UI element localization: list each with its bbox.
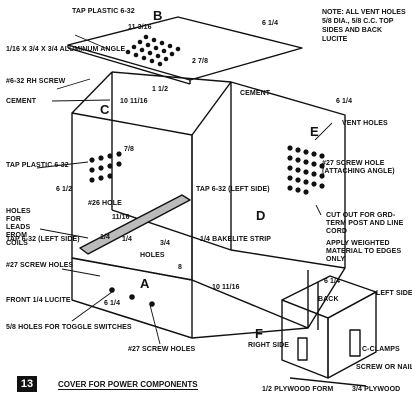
dim-vent-small: 7/8 — [124, 146, 135, 153]
label-holes-for-leads: HOLES FOR LEADS FROM COILS — [6, 208, 31, 247]
label-rh-screw: #6-32 RH SCREW — [6, 78, 66, 85]
label-tap-left-side-low: TAP 6-32 (LEFT SIDE) — [6, 236, 80, 243]
panel-letter-b: B — [153, 8, 163, 23]
dim-three-quarter: 3/4 — [160, 240, 171, 247]
label-screw-or-nail: SCREW OR NAIL — [356, 364, 412, 371]
label-holes-toggle: 5/8 HOLES FOR TOGGLE SWITCHES — [6, 324, 132, 331]
dim-top-width: 6 1/4 — [262, 20, 279, 27]
dim-d-depth: 10 11/16 — [212, 284, 240, 291]
dim-hole-11-16: 11/16 — [112, 214, 130, 221]
label-aluminum-angle: 1/16 X 3/4 X 3/4 ALUMINUM ANGLE — [6, 46, 126, 53]
label-tap-plastic-left: TAP PLASTIC 6-32 — [6, 162, 69, 169]
lid-vent-holes — [125, 34, 181, 67]
label-plywood-34: 3/4 PLYWOOD — [352, 386, 401, 393]
label-front-lucite: FRONT 1/4 LUCITE — [6, 297, 71, 304]
label-plywood-form: 1/2 PLYWOOD FORM — [262, 386, 334, 393]
dim-left-height: 6 1/2 — [56, 186, 73, 193]
figure-caption: COVER FOR POWER COMPONENTS — [58, 380, 198, 390]
panel-letter-e: E — [310, 124, 319, 139]
label-tap-plastic-top: TAP PLASTIC 6-32 — [72, 8, 135, 15]
dim-top-depth: 11 3/16 — [128, 24, 152, 31]
top-lid-b — [67, 16, 303, 81]
panel-letter-c: C — [100, 102, 110, 117]
side-vent-holes-left — [89, 151, 122, 183]
dim-quarter-a: 1/4 — [100, 234, 111, 241]
dim-angle-len: 2 7/8 — [192, 58, 209, 65]
label-bakelite-strip: 1/4 BAKELITE STRIP — [200, 236, 272, 243]
dim-quarter-b: 1/4 — [122, 236, 133, 243]
label-right-side: RIGHT SIDE — [248, 342, 290, 349]
label-cut-out: CUT OUT FOR GRD-TERM POST AND LINE CORD — [326, 212, 404, 235]
toggle-switch-holes — [109, 287, 155, 307]
dim-c-height: 1 1/2 — [152, 86, 169, 93]
label-c-clamps: C-CLAMPS — [362, 346, 400, 353]
left-side-c — [71, 112, 193, 281]
label-cement-left: CEMENT — [6, 98, 37, 105]
dim-side-right: 6 1/4 — [324, 278, 341, 285]
note-vent-holes: NOTE: ALL VENT HOLES 5/8 DIA., 5/8 C.C. … — [322, 9, 406, 43]
label-left-side: LEFT SIDE — [376, 290, 412, 297]
label-26-hole: #26 HOLE — [88, 200, 122, 207]
panel-letter-f: F — [255, 326, 263, 341]
forming-jig-f — [281, 275, 377, 387]
dim-front-width: 6 1/4 — [104, 300, 121, 307]
label-holes: HOLES — [140, 252, 165, 259]
dim-top-right: 6 1/4 — [336, 98, 353, 105]
label-tap-left-side-mid: TAP 6-32 (LEFT SIDE) — [196, 186, 270, 193]
label-screw-hole-27-right: #27 SCREW HOLE (ATTACHING ANGLE) — [322, 160, 395, 175]
panel-letter-a: A — [140, 276, 150, 291]
side-vent-holes-right — [287, 145, 325, 195]
label-vent-holes: VENT HOLES — [342, 120, 388, 127]
figure-number: 13 — [17, 376, 37, 392]
panel-letter-d: D — [256, 208, 266, 223]
label-back: BACK — [318, 296, 339, 303]
dim-eight: 8 — [178, 264, 182, 271]
dim-c-depth: 10 11/16 — [120, 98, 148, 105]
label-apply-weighted: APPLY WEIGHTED MATERIAL TO EDGES ONLY — [326, 240, 402, 263]
label-screw-holes-27-bottom: #27 SCREW HOLES — [128, 346, 196, 353]
label-cement-right: CEMENT — [240, 90, 271, 97]
bakelite-strip — [79, 194, 191, 255]
label-screw-holes-27-left: #27 SCREW HOLES — [6, 262, 74, 269]
